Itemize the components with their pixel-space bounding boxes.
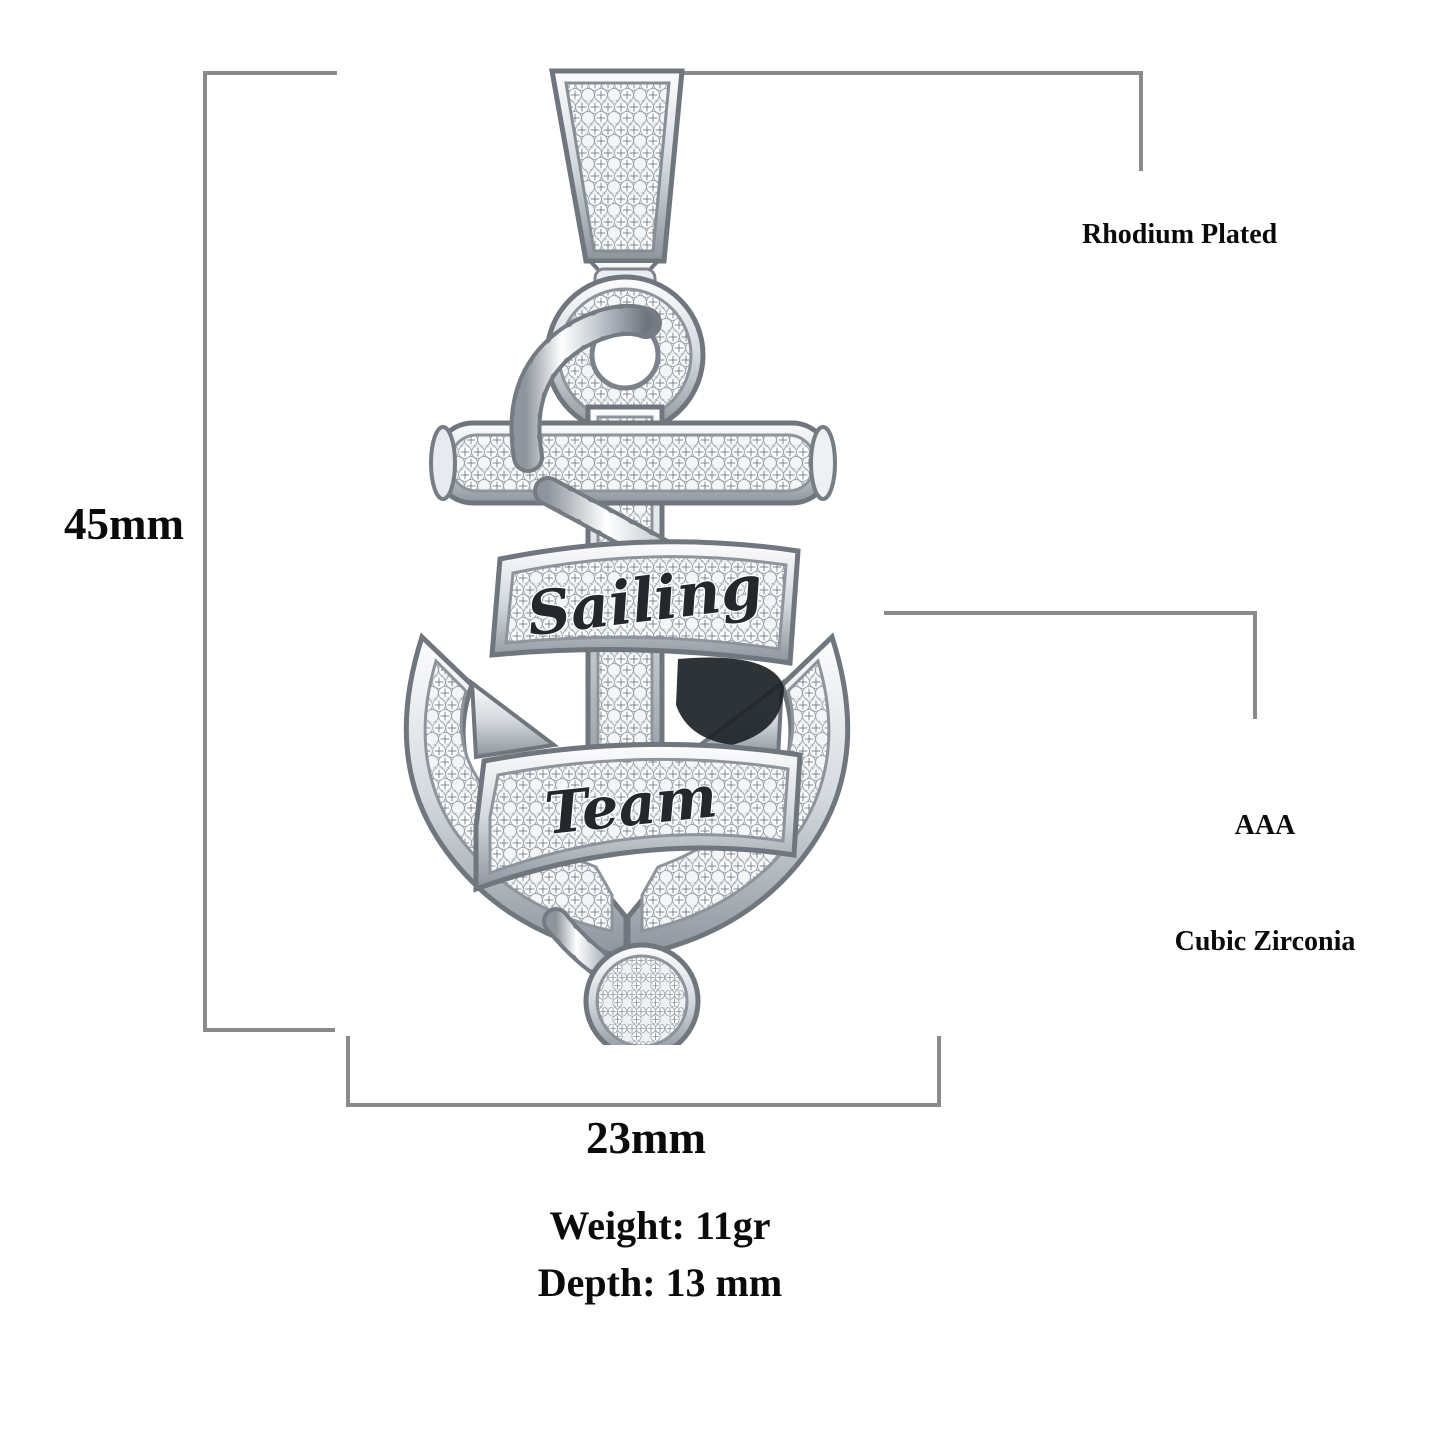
spec-weight: Weight: 11gr xyxy=(549,1203,771,1248)
anchor-pendant-image: Sailing Team xyxy=(380,55,940,1045)
shadow-recess xyxy=(676,657,784,745)
banner-sailing: Sailing xyxy=(489,539,801,666)
callout-label-cz-line1: AAA xyxy=(1234,810,1296,842)
banner-team: Team xyxy=(473,741,803,893)
spec-text-block: Weight: 11gr Depth: 13 mm xyxy=(380,1198,940,1312)
anchor-bottom-ball xyxy=(583,942,701,1045)
dimension-line-height xyxy=(203,71,207,1032)
width-dimension-label: 23mm xyxy=(586,1113,706,1163)
callout-line-rhodium-vertical xyxy=(1139,71,1143,171)
callout-label-rhodium-plated: Rhodium Plated xyxy=(1082,219,1278,250)
dimension-line-top-left xyxy=(203,71,337,75)
pendant-bail xyxy=(549,68,685,309)
height-dimension-label: 45mm xyxy=(64,499,184,549)
anchor-crossbar xyxy=(429,420,837,506)
spec-depth: Depth: 13 mm xyxy=(537,1259,783,1305)
dimension-line-width-right xyxy=(937,1036,941,1107)
dimension-line-width-left xyxy=(346,1036,350,1107)
callout-label-cz-line2: Cubic Zirconia xyxy=(1174,926,1356,958)
callout-label-cubic-zirconia: AAA Cubic Zirconia xyxy=(1153,730,1377,1039)
callout-line-cz-vertical xyxy=(1253,611,1257,719)
callout-line-cz-horizontal xyxy=(884,611,1257,615)
dimension-line-width-bottom xyxy=(346,1103,941,1107)
dimension-line-height-bottom-stub xyxy=(203,1028,335,1032)
callout-line-rhodium-horizontal xyxy=(680,71,1143,75)
